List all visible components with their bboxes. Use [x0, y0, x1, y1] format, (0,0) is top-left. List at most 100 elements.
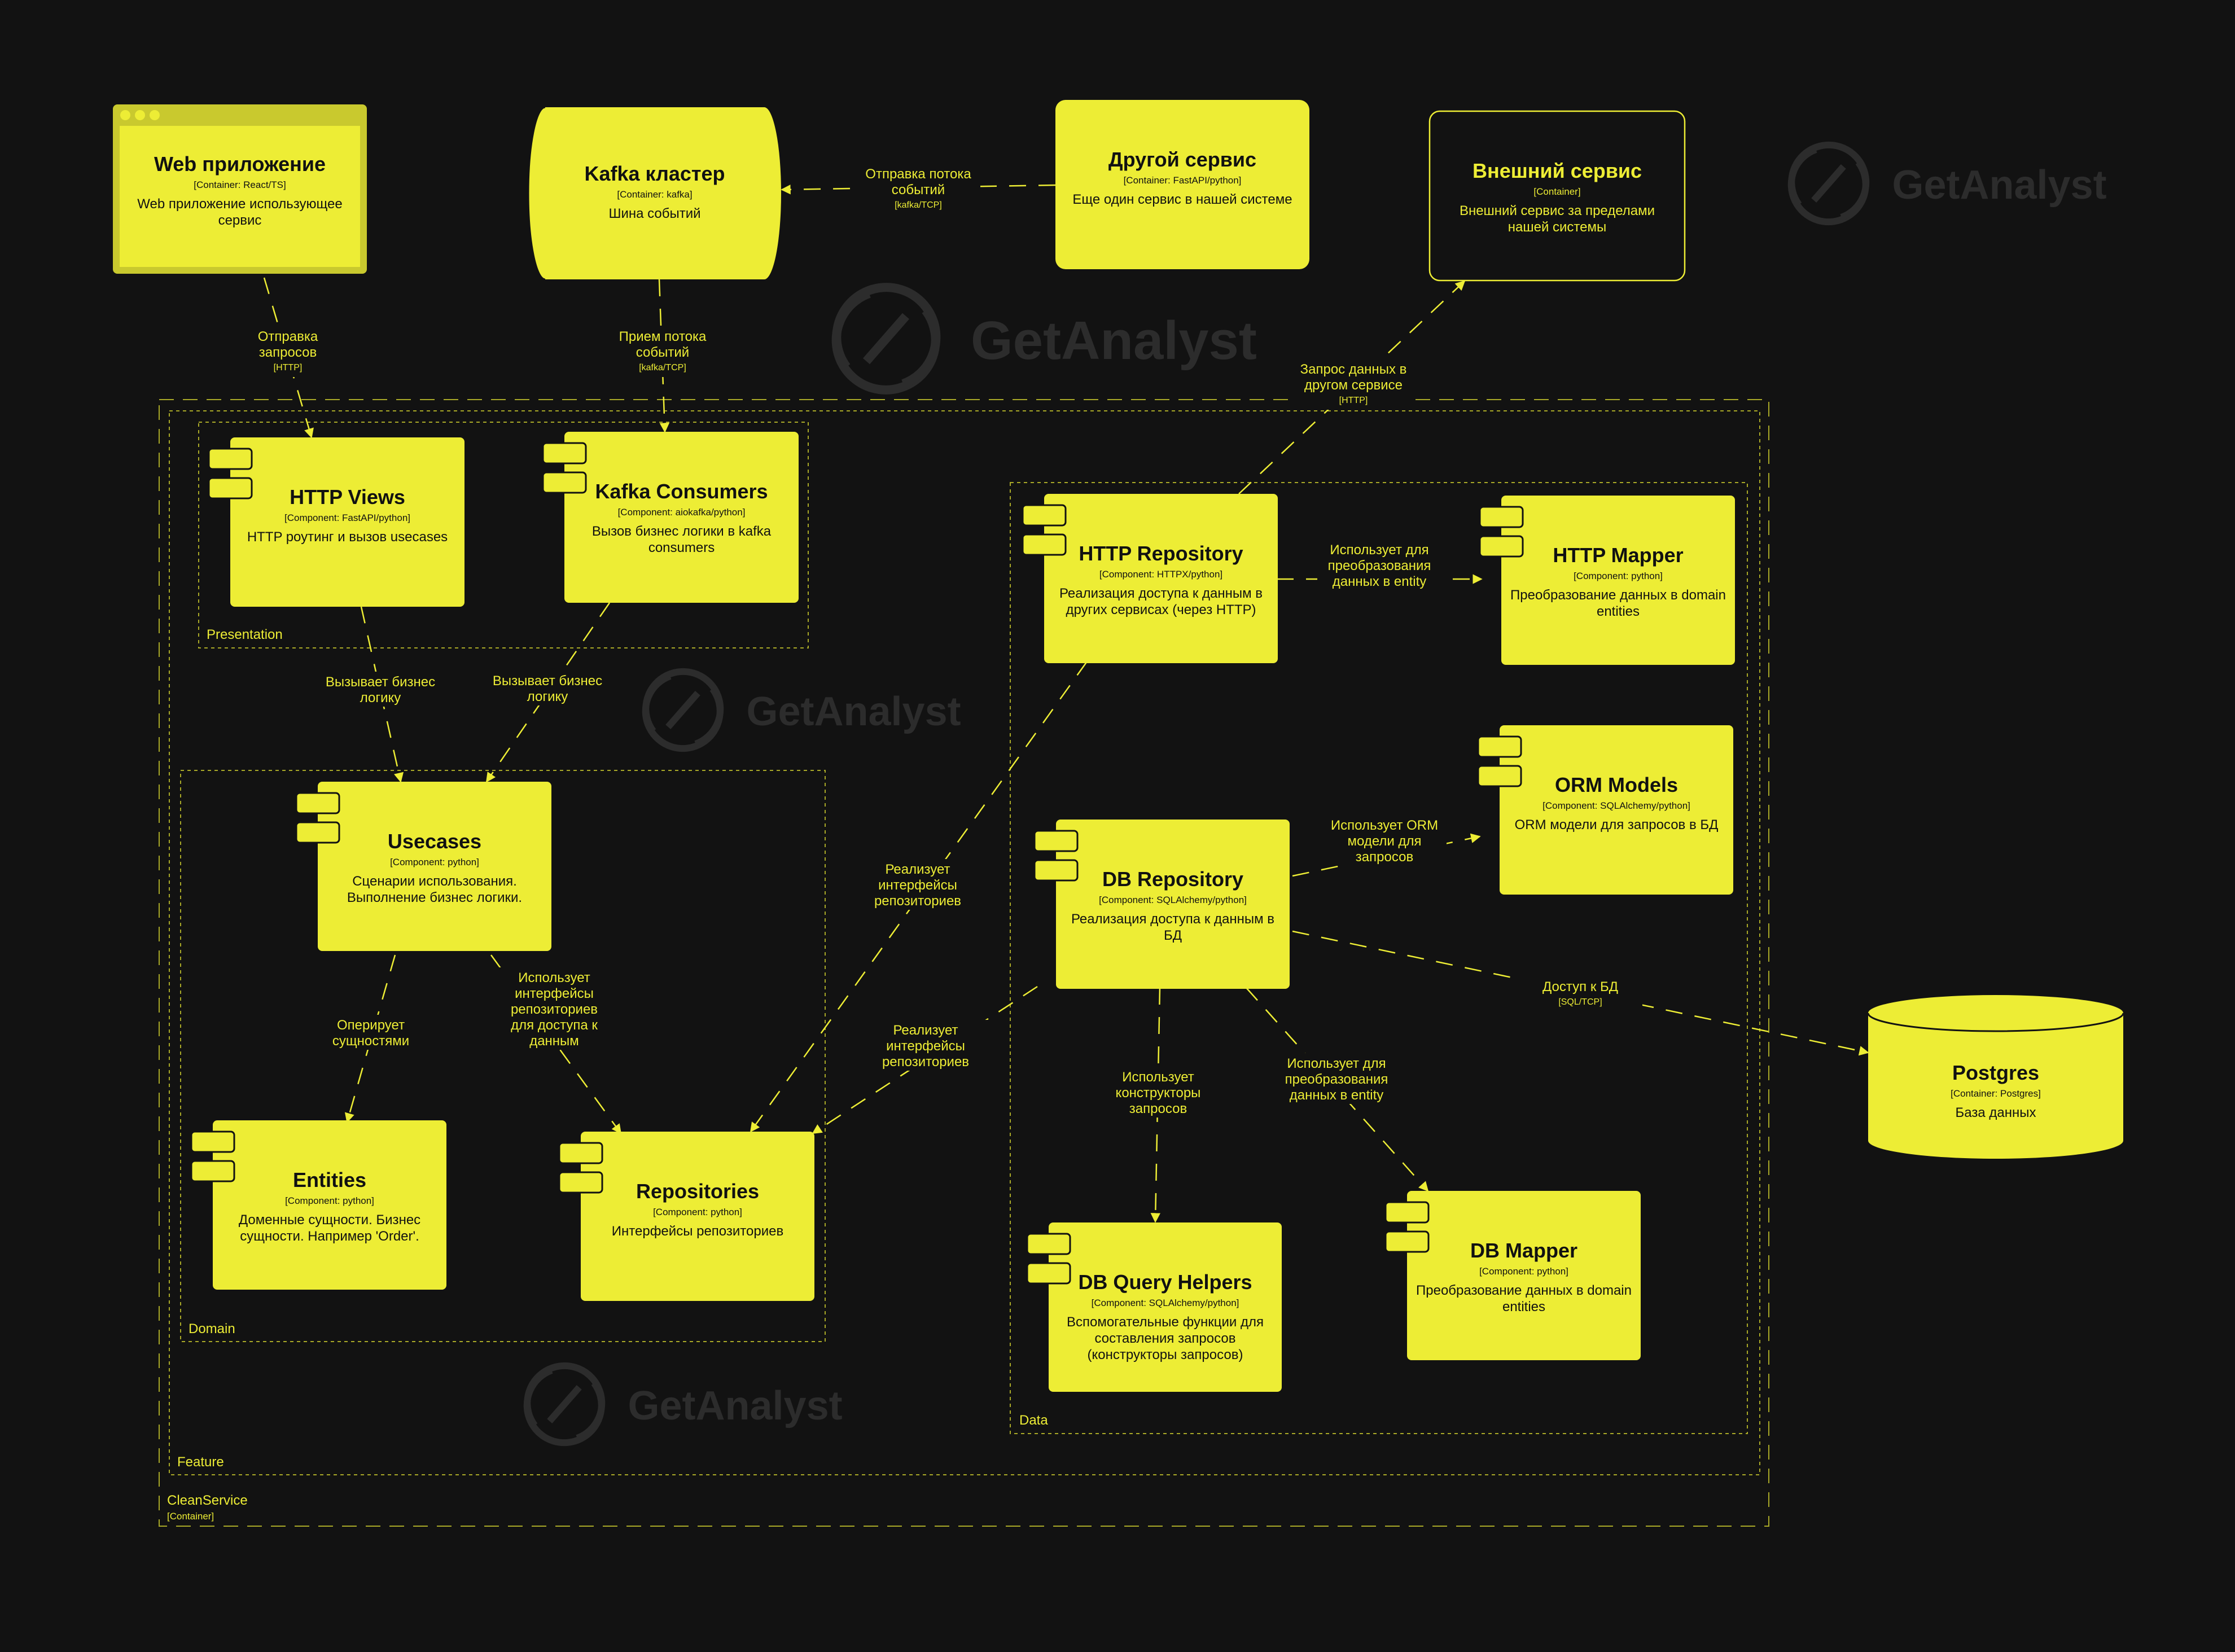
edge-label-background: [492, 967, 616, 1050]
node-tech: [Container]: [1533, 186, 1580, 197]
component-box: [1044, 494, 1278, 663]
component-tab-icon: [542, 471, 587, 494]
boundary-frame: [169, 410, 1760, 1475]
edge-label: данных в entity: [1333, 574, 1427, 589]
node-db-mapper[interactable]: DB Mapper[Component: python]Преобразован…: [1384, 1191, 1641, 1360]
edge-label: конструкторы: [1116, 1085, 1201, 1101]
node-web-app[interactable]: Web приложение[Container: React/TS]Web п…: [113, 104, 367, 274]
node-description: Преобразование данных в domain: [1510, 588, 1726, 603]
node-title: Postgres: [1952, 1061, 2039, 1084]
node-title: Внешний сервис: [1473, 159, 1642, 182]
edge-label: логику: [360, 690, 401, 706]
node-description: Web приложение использующее: [137, 196, 342, 212]
edge-arrow: [485, 602, 611, 783]
watermark-text: GetAnalyst: [1892, 163, 2107, 208]
edge-label-background: [318, 672, 442, 707]
boundary-frame: [180, 770, 826, 1342]
edge-label: репозиториев: [874, 893, 961, 909]
component-tab-icon: [1033, 830, 1079, 852]
container-box: [1055, 100, 1309, 269]
node-tech: [Component: python]: [285, 1195, 374, 1206]
node-postgres[interactable]: Postgres[Container: Postgres]База данных: [1867, 995, 2124, 1159]
edge-label: сущностями: [332, 1033, 409, 1049]
component-tab-icon: [208, 448, 253, 470]
boundary-label: Data: [1019, 1413, 1048, 1428]
node-description: Доменные сущности. Бизнес: [239, 1212, 420, 1228]
node-usecases[interactable]: Usecases[Component: python]Сценарии испо…: [295, 782, 551, 951]
component-tab-icon: [558, 1171, 603, 1194]
component-tab-icon: [542, 442, 587, 465]
edge-label: для доступа к: [511, 1018, 598, 1033]
node-db-repository[interactable]: DB Repository[Component: SQLAlchemy/pyth…: [1033, 820, 1290, 989]
node-description: База данных: [1956, 1105, 2036, 1120]
edge-label: репозиториев: [882, 1054, 969, 1070]
component-tab-icon: [295, 792, 340, 814]
edge-label: запросов: [259, 345, 317, 360]
node-entities[interactable]: Entities [Component: python] Доменные сущн…: [190, 1120, 446, 1290]
edge-label: Использует: [1122, 1070, 1194, 1085]
edge-label-background: [1518, 976, 1642, 1011]
node-description: Внешний сервис за пределами: [1460, 203, 1655, 218]
edge-arrow: [1150, 987, 1161, 1223]
node-description: Шина событий: [608, 206, 700, 221]
edge-label-background: [856, 164, 980, 214]
component-box: [1056, 820, 1290, 989]
node-description: Реализация доступа к данным в: [1071, 912, 1274, 927]
node-other-service[interactable]: Другой сервис[Container: FastAPI/python]…: [1055, 100, 1309, 269]
node-title: DB Repository: [1102, 867, 1243, 891]
node-http-repository[interactable]: HTTP Repository[Component: HTTPX/python]…: [1022, 494, 1278, 663]
edge-label: репозиториев: [511, 1002, 598, 1017]
component-box: [1407, 1191, 1641, 1360]
edge-label-background: [309, 1015, 433, 1050]
edge-label-background: [226, 326, 350, 377]
database-body: [1868, 995, 2123, 1159]
edge-label-background: [1317, 540, 1441, 590]
node-http-mapper[interactable]: HTTP Mapper[Component: python]Преобразов…: [1479, 496, 1735, 665]
edge-label: Прием потока: [619, 329, 707, 344]
edge-label: данных в entity: [1290, 1088, 1384, 1103]
component-tab-icon: [1479, 506, 1524, 528]
component-box: [213, 1120, 446, 1290]
node-db-query-helpers[interactable]: DB Query Helpers[Component: SQLAlchemy/p…: [1026, 1222, 1282, 1392]
edge-label-background: [1096, 1067, 1220, 1118]
edge-label-background: [1274, 1053, 1399, 1104]
node-tech: [Component: aiokafka/python]: [618, 507, 746, 518]
node-title: DB Mapper: [1470, 1239, 1577, 1262]
external-box: [1428, 110, 1686, 282]
node-kafka-consumers[interactable]: Kafka Consumers [Component: aiokafka/pyth…: [542, 432, 799, 603]
edge-label-background: [864, 1020, 988, 1071]
watermark-logo-icon: [862, 313, 910, 365]
node-description: consumers: [648, 540, 715, 555]
node-description: других сервисах (через HTTP): [1066, 602, 1256, 617]
node-description: БД: [1164, 928, 1182, 943]
node-http-views[interactable]: HTTP Views[Component: FastAPI/python]HTT…: [208, 437, 464, 607]
node-kafka[interactable]: Kafka кластер[Container: kafka]Шина собы…: [527, 106, 781, 281]
node-external-service[interactable]: Внешний сервис [Container] Внешний сервис …: [1428, 110, 1686, 282]
node-tech: [Container: FastAPI/python]: [1124, 175, 1242, 186]
watermark-logo-icon: [524, 1362, 606, 1441]
edge-label: Использует ORM: [1331, 818, 1438, 833]
node-title: Kafka Consumers: [595, 480, 768, 503]
edge-label: интерфейсы: [515, 986, 594, 1001]
edge-label: Отправка потока: [865, 166, 971, 182]
edge-arrow: [658, 279, 670, 433]
node-title: Entities: [293, 1168, 366, 1191]
queue-end-icon: [527, 106, 546, 281]
component-box: [581, 1132, 814, 1301]
watermark-logo-icon: [1811, 164, 1846, 203]
edge-label: преобразования: [1328, 558, 1431, 573]
edge-tech: [kafka/TCP]: [639, 363, 686, 373]
node-repositories[interactable]: Repositories[Component: python]Интерфейс…: [558, 1132, 814, 1301]
boundary-presentation: Presentation: [198, 422, 809, 648]
component-tab-icon: [1479, 535, 1524, 558]
component-tab-icon: [208, 477, 253, 499]
queue-body: [528, 107, 781, 279]
boundary-clean-service: CleanService[Container]: [159, 399, 1769, 1527]
node-orm-models[interactable]: ORM Models[Component: SQLAlchemy/python]…: [1477, 725, 1733, 895]
